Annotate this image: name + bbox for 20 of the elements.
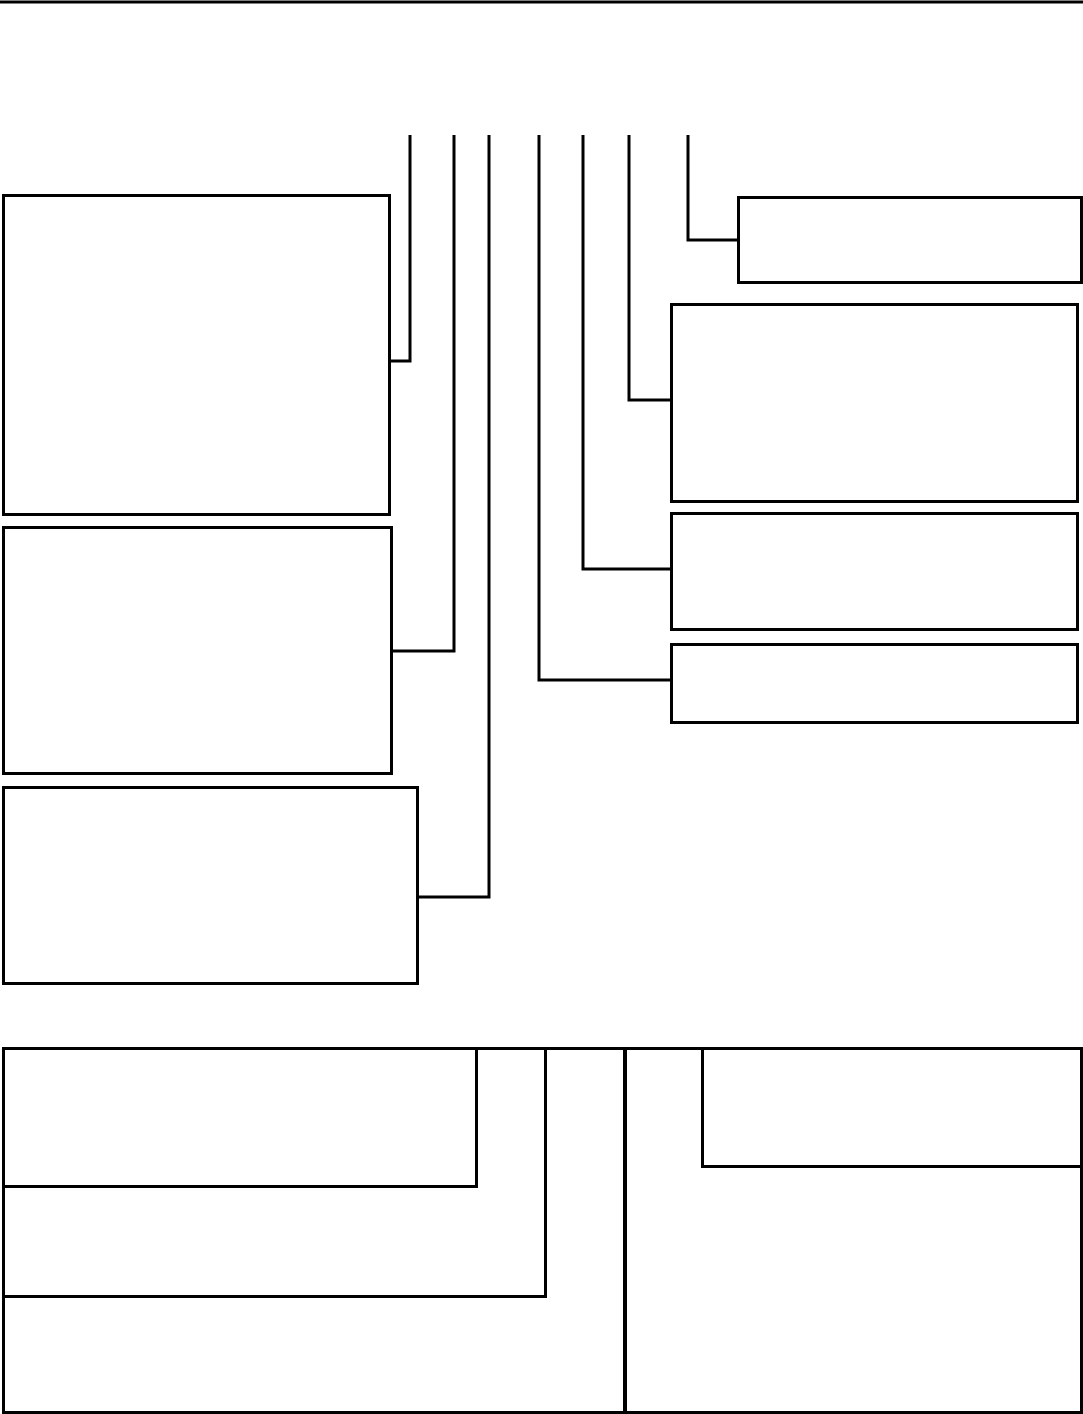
leader-line: [581, 135, 670, 571]
empty-box: [670, 512, 1079, 631]
leader-line: [537, 135, 670, 682]
empty-box: [670, 303, 1079, 503]
leader-line: [391, 135, 412, 363]
empty-box: [2, 526, 393, 775]
leader-line: [419, 135, 491, 899]
empty-box: [2, 1047, 547, 1298]
empty-box: [2, 1047, 478, 1188]
empty-box: [2, 1047, 626, 1414]
empty-box: [701, 1047, 1083, 1168]
leader-line: [686, 135, 737, 242]
leader-line: [627, 135, 670, 402]
empty-box: [2, 194, 391, 516]
empty-box: [624, 1047, 1083, 1414]
empty-box: [737, 196, 1083, 284]
leader-line: [393, 135, 456, 653]
empty-box: [2, 1047, 1083, 1414]
empty-box: [670, 643, 1079, 724]
empty-box: [2, 786, 419, 985]
